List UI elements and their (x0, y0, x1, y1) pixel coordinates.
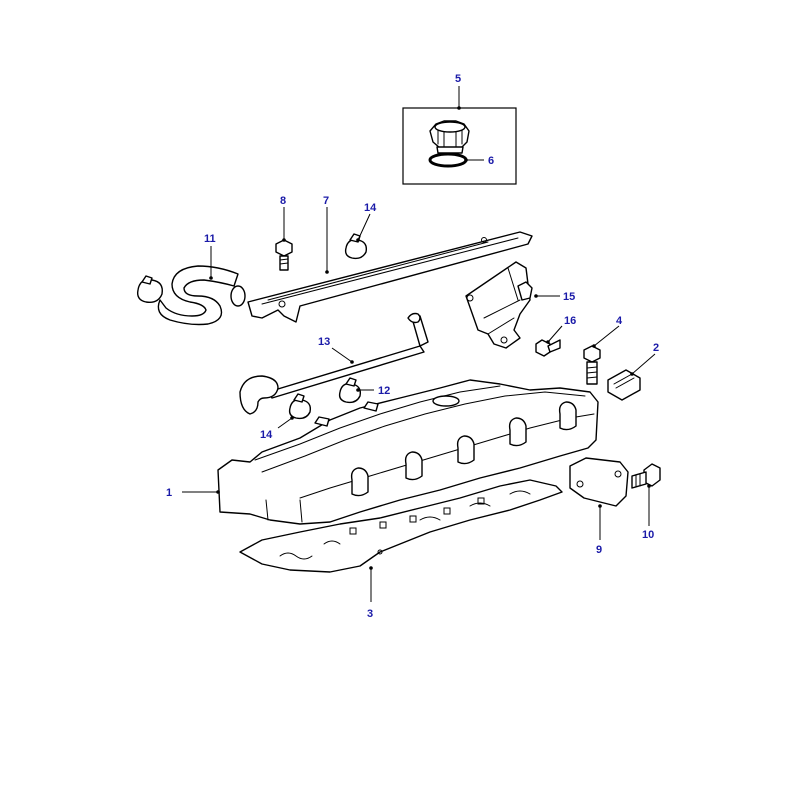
rocker-cover[interactable] (217, 379, 599, 525)
blanking-plate[interactable] (569, 457, 629, 507)
hose-clip-lower[interactable] (288, 393, 312, 420)
callout-6: 6 (488, 155, 494, 167)
rocker-cover-gasket[interactable] (239, 479, 563, 573)
callout-5: 5 (455, 73, 461, 85)
callout-1: 1 (166, 487, 172, 499)
cover-bolt[interactable] (583, 345, 601, 385)
engine-baffle-plate[interactable] (247, 231, 533, 323)
callout-15: 15 (563, 291, 575, 303)
callout-14-upper: 14 (364, 202, 377, 214)
leader-lines (182, 86, 656, 602)
callout-2: 2 (653, 342, 659, 354)
hose-clip-left[interactable] (136, 275, 163, 304)
breather-hose[interactable] (157, 265, 246, 326)
callout-8: 8 (280, 195, 286, 207)
oil-filler-cap[interactable] (429, 120, 470, 154)
leader-dots (209, 106, 651, 570)
callout-12: 12 (378, 385, 390, 397)
oil-filler-cap-inset (402, 107, 517, 185)
callout-11: 11 (204, 233, 216, 245)
mounting-bracket[interactable] (465, 261, 533, 349)
hose-clip-upper[interactable] (344, 233, 368, 260)
breather-pipe[interactable] (239, 312, 429, 415)
callout-9: 9 (596, 544, 602, 556)
callout-7: 7 (323, 195, 329, 207)
rubber-grommet[interactable] (607, 369, 641, 401)
callout-4: 4 (616, 315, 623, 327)
callout-13: 13 (318, 336, 330, 348)
baffle-bolt[interactable] (275, 239, 293, 271)
plate-bolt[interactable] (631, 463, 661, 489)
callout-3: 3 (367, 608, 373, 620)
bracket-bolt[interactable] (535, 339, 561, 357)
callout-10: 10 (642, 529, 654, 541)
callout-16: 16 (564, 315, 576, 327)
hose-clip-12[interactable] (338, 377, 362, 404)
callout-14-lower: 14 (260, 429, 273, 441)
callout-labels: 5 6 8 7 14 11 15 16 4 2 13 12 14 1 9 10 … (166, 73, 659, 620)
